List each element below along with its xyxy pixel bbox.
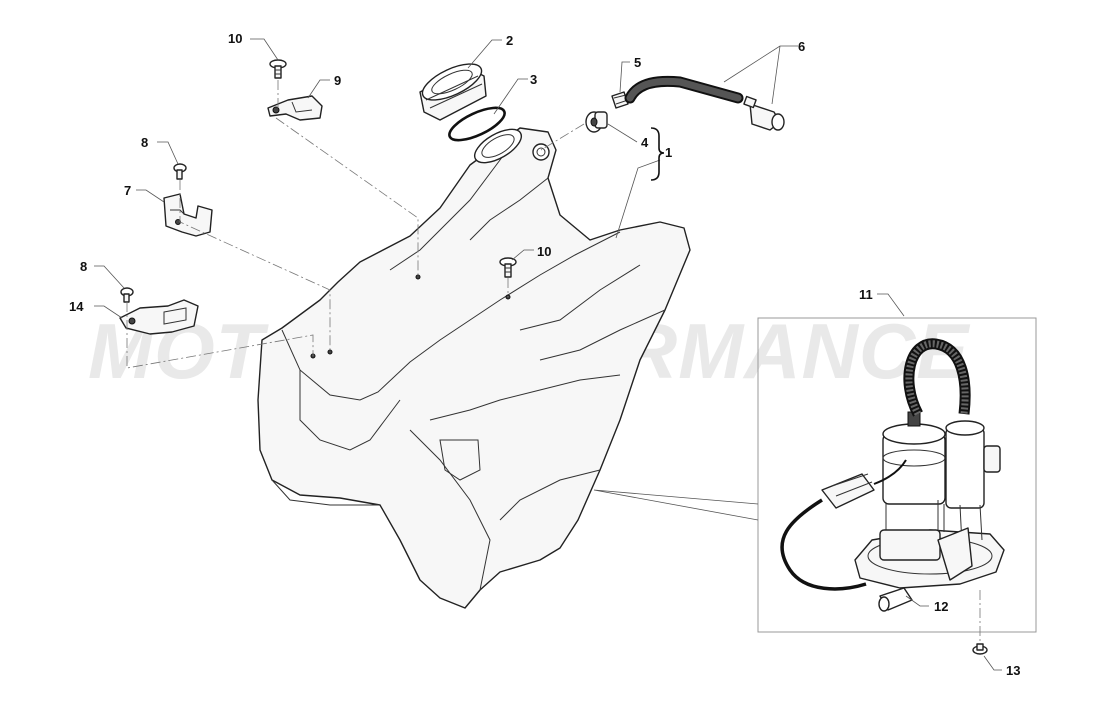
leader-lines <box>94 38 1002 671</box>
callout-10-middle: 10 <box>537 244 551 259</box>
callout-2: 2 <box>506 33 513 48</box>
fuel-tank <box>257 127 691 609</box>
brace-1 <box>650 127 665 181</box>
callout-1: 1 <box>665 145 672 160</box>
screw-13 <box>972 643 988 655</box>
screw-8-lower <box>120 287 134 303</box>
fuel-pump-detail-box <box>757 317 1037 633</box>
fuel-pump-assembly <box>780 338 1005 612</box>
callout-6: 6 <box>798 39 805 54</box>
bracket-9 <box>267 95 323 121</box>
bolt-10-upper <box>269 59 287 79</box>
callout-14: 14 <box>69 299 84 314</box>
callout-11: 11 <box>859 287 873 302</box>
callout-9: 9 <box>334 73 341 88</box>
callout-5: 5 <box>634 55 641 70</box>
breather-hose <box>624 75 744 104</box>
o-ring-seal <box>448 106 506 142</box>
callout-3: 3 <box>530 72 537 87</box>
callout-12: 12 <box>934 599 948 614</box>
screw-8-upper <box>173 163 187 180</box>
callout-8-upper: 8 <box>141 135 148 150</box>
assembly-lines <box>126 80 981 644</box>
callout-4: 4 <box>641 135 649 150</box>
filler-cap <box>419 63 487 121</box>
callout-7: 7 <box>124 183 131 198</box>
vent-fitting <box>585 111 608 133</box>
bracket-7 <box>163 193 213 237</box>
callout-13: 13 <box>1006 663 1020 678</box>
plate-14 <box>119 299 199 335</box>
callout-labels: 1 2 3 4 5 6 7 8 8 9 10 10 11 12 13 14 <box>69 31 1020 678</box>
bolt-10-middle <box>499 257 517 278</box>
callout-8-lower: 8 <box>80 259 87 274</box>
breather-valve <box>743 95 785 131</box>
callout-10-upper: 10 <box>228 31 242 46</box>
